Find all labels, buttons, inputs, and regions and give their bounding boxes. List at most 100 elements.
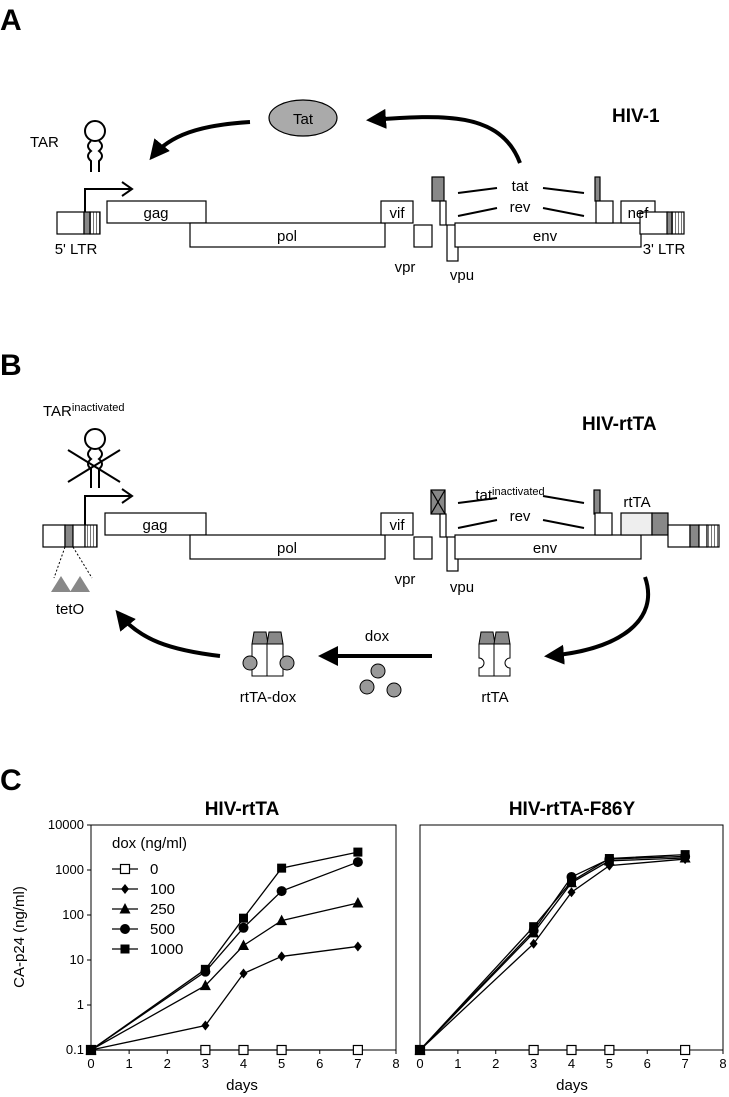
rtta-label: rtTA xyxy=(481,689,508,706)
gene-gag-box-b xyxy=(104,512,207,536)
data-point-500 xyxy=(238,922,249,933)
rev-label: rev xyxy=(510,199,531,216)
data-point-100 xyxy=(529,938,538,949)
gene-env-box xyxy=(454,222,642,248)
tat-exon2-box-b xyxy=(593,489,601,515)
data-point-250 xyxy=(352,896,364,908)
data-point-1000 xyxy=(415,1045,425,1055)
x-tick-label: 1 xyxy=(126,1056,133,1071)
teto-label: tetO xyxy=(56,601,84,618)
panel-c-letter: C xyxy=(0,764,22,797)
panel-a: A HIV-1 Tat TAR xyxy=(0,4,685,284)
x-tick-label: 2 xyxy=(492,1056,499,1071)
legend-entry: 500 xyxy=(150,921,175,938)
chart-hiv-rtta: HIV-rtTA CA-p24 (ng/ml) days dox (ng/ml)… xyxy=(11,799,400,1094)
legend-entry: 250 xyxy=(150,901,175,918)
y-tick-label: 10 xyxy=(70,952,84,967)
data-point-1000 xyxy=(567,876,576,886)
panel-b-letter: B xyxy=(0,349,22,382)
gag-label-b: gag xyxy=(142,517,167,534)
rtta-dox-complex-icon xyxy=(242,631,295,677)
panel-b-title: HIV-rtTA xyxy=(582,414,657,435)
panel-b: B HIV-rtTA TARinactivated xyxy=(0,349,720,706)
dox-molecules-icon xyxy=(359,663,402,698)
tat-exon1-box xyxy=(431,176,445,202)
ltr5-u3-box xyxy=(56,211,85,235)
panel-c: C HIV-rtTA CA-p24 (ng/ml) days dox (ng/m… xyxy=(0,764,727,1094)
data-point-1000 xyxy=(604,854,614,864)
rev-label-b: rev xyxy=(510,508,531,525)
data-point-500 xyxy=(276,886,287,897)
env-label-b: env xyxy=(533,540,558,557)
pol-label: pol xyxy=(277,228,297,245)
data-point-100 xyxy=(277,951,286,962)
data-point-250 xyxy=(199,979,211,991)
vpu-label: vpu xyxy=(450,267,474,284)
x-axis-label: days xyxy=(226,1077,258,1094)
series-line-500 xyxy=(419,855,686,1051)
gene-vpr-box xyxy=(413,224,433,248)
legend-marker xyxy=(119,903,131,914)
rev-exon1-box-b xyxy=(439,513,447,538)
data-point-0 xyxy=(238,1044,249,1056)
rtta-gene-box xyxy=(620,512,653,536)
panel-a-title: HIV-1 xyxy=(612,106,660,127)
data-point-1000 xyxy=(277,863,287,873)
gene-pol-box xyxy=(189,222,386,248)
data-point-0 xyxy=(528,1044,539,1056)
series-line-100 xyxy=(90,945,358,1051)
ltr5-label: 5' LTR xyxy=(55,241,98,258)
rtta-dox-activation-arrow xyxy=(115,609,221,658)
data-point-100 xyxy=(567,887,576,898)
x-tick-label: 2 xyxy=(164,1056,171,1071)
tat-protein-bubble xyxy=(268,99,338,137)
gene-vpr-box-b xyxy=(413,536,433,560)
x-tick-label: 8 xyxy=(719,1056,726,1071)
splice-lines xyxy=(457,187,585,217)
tar-label: TAR xyxy=(30,134,59,151)
data-point-1000 xyxy=(239,913,248,923)
gag-label: gag xyxy=(143,205,168,222)
data-point-0 xyxy=(352,1044,363,1056)
x-tick-label: 5 xyxy=(278,1056,285,1071)
data-point-1000 xyxy=(353,847,363,857)
data-point-100 xyxy=(353,941,362,952)
data-point-100 xyxy=(239,968,248,979)
legend-marker xyxy=(121,884,129,894)
gene-vif-box xyxy=(380,200,414,224)
series-line-250 xyxy=(90,902,359,1051)
vif-label: vif xyxy=(390,205,406,222)
teto-sites-icon xyxy=(51,546,93,592)
data-point-250 xyxy=(238,939,249,951)
x-tick-label: 1 xyxy=(454,1056,461,1071)
data-point-0 xyxy=(200,1044,211,1056)
ltr3-box-b xyxy=(667,524,691,548)
legend-title: dox (ng/ml) xyxy=(112,835,187,852)
series-line-250 xyxy=(419,857,686,1051)
data-point-0 xyxy=(566,1044,577,1056)
tat-return-arrow xyxy=(366,108,522,164)
x-tick-label: 7 xyxy=(354,1056,361,1071)
legend-entry: 1000 xyxy=(150,941,183,958)
tar-hairpin-icon xyxy=(84,120,106,172)
series-line-1000 xyxy=(419,853,686,1051)
data-point-1000 xyxy=(529,922,539,932)
data-point-500 xyxy=(352,857,363,868)
vpr-label-b: vpr xyxy=(395,571,416,588)
x-tick-label: 6 xyxy=(644,1056,651,1071)
data-point-1000 xyxy=(86,1045,96,1055)
tar-inactivated-hairpin-icon xyxy=(67,428,121,488)
x-tick-label: 8 xyxy=(392,1056,399,1071)
tat-inactivated-label: tatinactivated xyxy=(475,486,544,504)
tar-inactivated-label: TARinactivated xyxy=(43,402,124,420)
chart-title: HIV-rtTA-F86Y xyxy=(509,799,636,820)
y-tick-label: 1 xyxy=(77,997,84,1012)
dox-label: dox xyxy=(365,628,390,645)
data-point-1000 xyxy=(200,964,210,974)
x-tick-label: 4 xyxy=(568,1056,575,1071)
x-tick-label: 6 xyxy=(316,1056,323,1071)
ltr3-label: 3' LTR xyxy=(643,241,686,258)
legend-entry: 0 xyxy=(150,861,158,878)
x-tick-label: 0 xyxy=(87,1056,94,1071)
